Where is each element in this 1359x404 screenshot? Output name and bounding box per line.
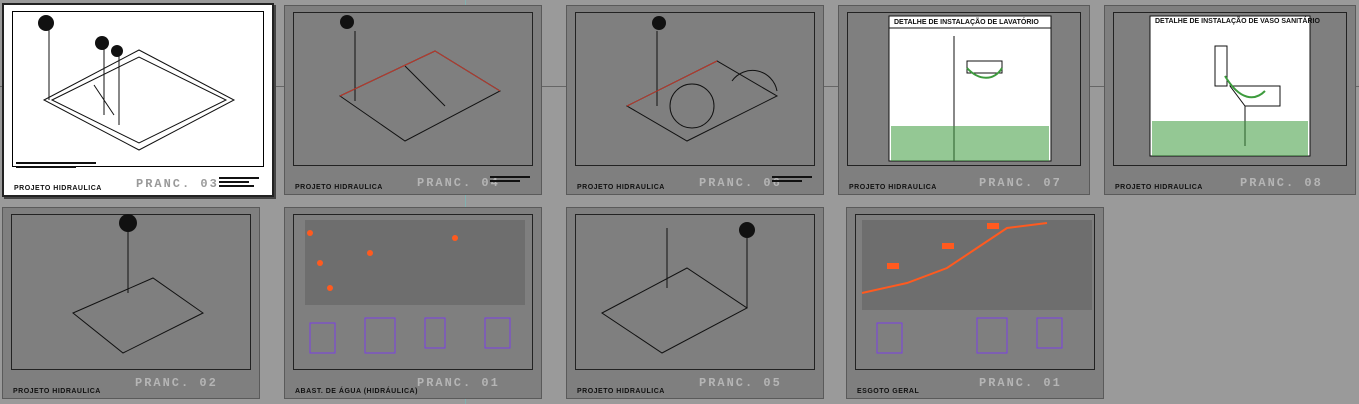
sheet-caption: PROJETO HIDRAULICA <box>1115 184 1203 191</box>
site-drawing <box>305 220 525 354</box>
prancha-label: PRANC. 06 <box>699 176 782 190</box>
iso-drawing <box>72 214 204 354</box>
sheet-prancha-05[interactable]: PRANC. 05 PROJETO HIDRAULICA <box>566 207 824 399</box>
sheet-prancha-01-agua[interactable]: PRANC. 01 ABAST. DE ÁGUA (HIDRÁULICA) <box>284 207 542 399</box>
sheet-caption: PROJETO HIDRAULICA <box>577 184 665 191</box>
iso-drawing <box>601 222 755 354</box>
detail-drawing <box>1149 15 1311 157</box>
detail-title: DETALHE DE INSTALAÇÃO DE LAVATÓRIO <box>894 19 1039 26</box>
prancha-label: PRANC. 08 <box>1240 176 1323 190</box>
detail-title: DETALHE DE INSTALAÇÃO DE VASO SANITÁRIO <box>1155 18 1320 25</box>
sheet-frame <box>11 214 251 370</box>
site-drawing <box>861 220 1092 354</box>
sheet-caption: PROJETO HIDRAULICA <box>295 184 383 191</box>
title-block <box>772 176 812 184</box>
prancha-label: PRANC. 03 <box>136 177 219 191</box>
sheet-caption: PROJETO HIDRAULICA <box>849 184 937 191</box>
sheet-caption: ESGOTO GERAL <box>857 388 920 395</box>
sheet-prancha-03[interactable]: PRANC. 03 PROJETO HIDRAULICA <box>2 3 274 197</box>
sheet-prancha-08[interactable]: DETALHE DE INSTALAÇÃO DE VASO SANITÁRIO … <box>1104 5 1356 195</box>
sheet-prancha-04[interactable]: PRANC. 04 PROJETO HIDRAULICA <box>284 5 542 195</box>
sheet-frame <box>12 11 264 167</box>
sheet-frame <box>847 12 1081 166</box>
prancha-label: PRANC. 01 <box>417 376 500 390</box>
sheet-prancha-01-esgoto[interactable]: PRANC. 01 ESGOTO GERAL <box>846 207 1104 399</box>
sheet-prancha-07[interactable]: DETALHE DE INSTALAÇÃO DE LAVATÓRIO PRANC… <box>838 5 1090 195</box>
title-block <box>490 176 530 184</box>
prancha-label: PRANC. 07 <box>979 176 1062 190</box>
sheet-caption: ABAST. DE ÁGUA (HIDRÁULICA) <box>295 388 418 395</box>
sheet-frame <box>293 214 533 370</box>
iso-drawing <box>339 15 502 142</box>
sheet-frame <box>575 214 815 370</box>
sheet-prancha-02[interactable]: PRANC. 02 PROJETO HIDRAULICA <box>2 207 260 399</box>
sheet-caption: PROJETO HIDRAULICA <box>577 388 665 395</box>
sheet-frame <box>575 12 815 166</box>
sheet-caption: PROJETO HIDRAULICA <box>14 185 102 192</box>
prancha-label: PRANC. 02 <box>135 376 218 390</box>
sheet-prancha-06[interactable]: PRANC. 06 PROJETO HIDRAULICA <box>566 5 824 195</box>
prancha-label: PRANC. 04 <box>417 176 500 190</box>
iso-drawing <box>16 15 236 168</box>
detail-drawing <box>888 15 1052 162</box>
sheet-caption: PROJETO HIDRAULICA <box>13 388 101 395</box>
prancha-label: PRANC. 05 <box>699 376 782 390</box>
sheet-frame <box>293 12 533 166</box>
guide-line <box>465 0 466 404</box>
prancha-label: PRANC. 01 <box>979 376 1062 390</box>
iso-drawing <box>625 16 779 142</box>
sheet-frame <box>1113 12 1347 166</box>
sheet-frame <box>855 214 1095 370</box>
title-block <box>219 177 259 189</box>
